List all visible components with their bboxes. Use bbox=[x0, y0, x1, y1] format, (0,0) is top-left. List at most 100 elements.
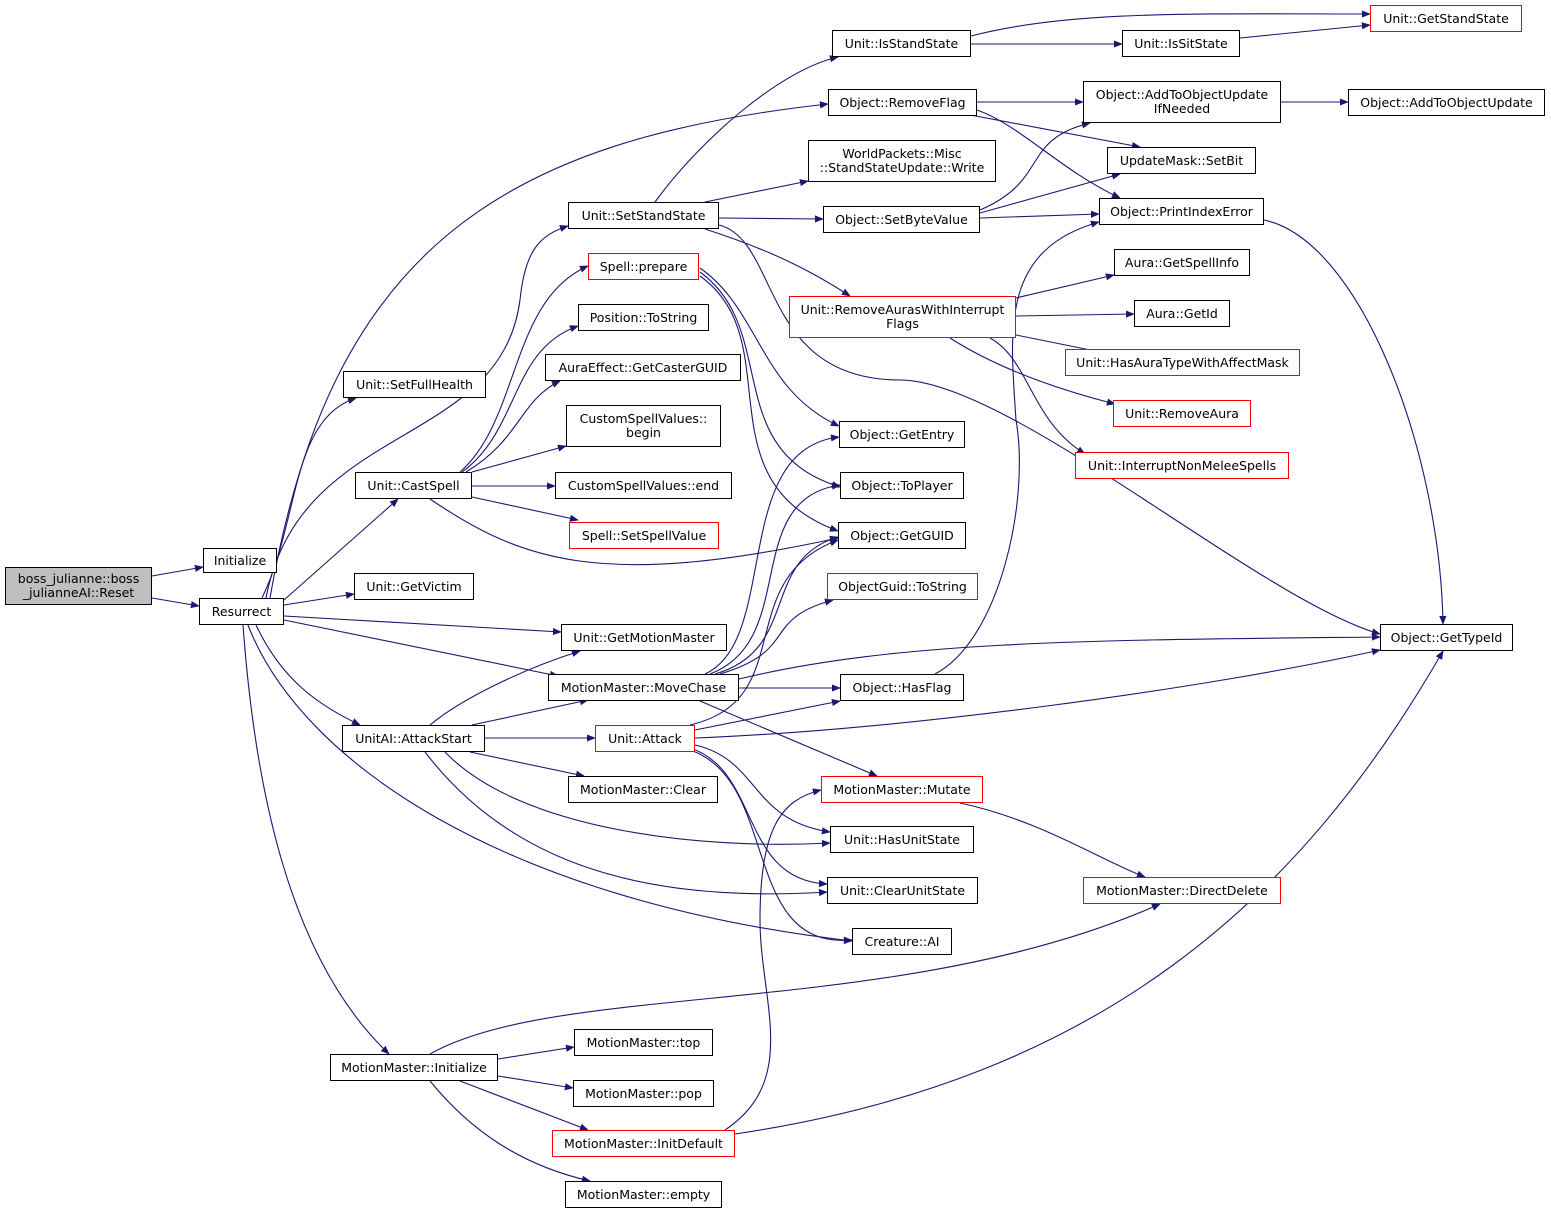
node-spell-prepare[interactable]: Spell::prepare bbox=[588, 253, 699, 280]
edge-resurrect-to-remove_flag bbox=[269, 101, 829, 599]
edge-unit_attack-to-creature_ai bbox=[689, 749, 853, 945]
node-cast-spell[interactable]: Unit::CastSpell bbox=[355, 472, 472, 499]
node-get-victim[interactable]: Unit::GetVictim bbox=[354, 573, 474, 600]
edge-set_stand_state-to-stand_state_update bbox=[704, 179, 809, 203]
node-creature-ai[interactable]: Creature::AI bbox=[852, 928, 952, 955]
edge-remove_auras_interrupt-to-interrupt_non_melee bbox=[989, 337, 1086, 455]
edge-set_stand_state-to-is_stand_state bbox=[654, 55, 839, 203]
edge-resurrect-to-creature_ai bbox=[247, 624, 853, 944]
edge-has_flag-to-print_index_error bbox=[934, 220, 1100, 675]
edge-resurrect-to-get_motion_master bbox=[283, 615, 562, 636]
edge-mm_initialize-to-mm_pop bbox=[497, 1075, 574, 1091]
edge-cast_spell-to-auraeffect_caster bbox=[465, 380, 561, 473]
node-initialize[interactable]: Initialize bbox=[203, 548, 277, 573]
node-mm-empty[interactable]: MotionMaster::empty bbox=[565, 1181, 722, 1208]
node-clear-unit-state[interactable]: Unit::ClearUnitState bbox=[827, 877, 978, 904]
edge-attack_start-to-mm_clear bbox=[469, 751, 585, 778]
node-to-player[interactable]: Object::ToPlayer bbox=[840, 472, 964, 499]
edge-resurrect-to-cast_spell bbox=[283, 498, 399, 601]
node-get-motion-master[interactable]: Unit::GetMotionMaster bbox=[561, 624, 727, 651]
node-mm-top[interactable]: MotionMaster::top bbox=[574, 1029, 713, 1056]
node-set-byte-value[interactable]: Object::SetByteValue bbox=[823, 206, 980, 233]
node-get-guid[interactable]: Object::GetGUID bbox=[838, 522, 966, 549]
node-csv-end[interactable]: CustomSpellValues::end bbox=[555, 472, 732, 499]
edge-move_chase-to-objectguid_tostring bbox=[719, 598, 834, 675]
edge-cast_spell-to-position_tostring bbox=[461, 325, 579, 473]
edge-cast_spell-to-csv_begin bbox=[471, 444, 567, 473]
node-mm-init-default[interactable]: MotionMaster::InitDefault bbox=[552, 1130, 735, 1157]
node-is-sit-state[interactable]: Unit::IsSitState bbox=[1122, 30, 1240, 57]
edge-mm_initialize-to-mm_direct_delete bbox=[429, 903, 1161, 1055]
node-set-spell-value[interactable]: Spell::SetSpellValue bbox=[569, 522, 719, 549]
node-mm-initialize[interactable]: MotionMaster::Initialize bbox=[330, 1054, 498, 1081]
node-has-aura-type-mask[interactable]: Unit::HasAuraTypeWithAffectMask bbox=[1065, 349, 1300, 376]
node-mm-pop[interactable]: MotionMaster::pop bbox=[573, 1080, 714, 1107]
edge-move_chase-to-to_player bbox=[709, 482, 841, 675]
edge-unit_attack-to-get_type_id bbox=[694, 648, 1381, 739]
edge-remove_auras_interrupt-to-remove_aura bbox=[949, 337, 1116, 406]
node-remove-aura[interactable]: Unit::RemoveAura bbox=[1113, 400, 1251, 427]
edge-resurrect-to-move_chase bbox=[283, 619, 559, 678]
edge-mm_init_default-to-get_type_id bbox=[734, 650, 1444, 1135]
edge-unit_attack-to-get_guid bbox=[689, 539, 839, 726]
node-position-tostring[interactable]: Position::ToString bbox=[578, 304, 709, 331]
node-set-stand-state[interactable]: Unit::SetStandState bbox=[568, 202, 719, 229]
node-remove-auras-interrupt[interactable]: Unit::RemoveAurasWithInterrupt Flags bbox=[789, 296, 1016, 338]
node-set-full-health[interactable]: Unit::SetFullHealth bbox=[343, 371, 486, 398]
node-add-to-update[interactable]: Object::AddToObjectUpdate bbox=[1348, 89, 1545, 116]
edge-attack_start-to-get_motion_master bbox=[429, 650, 581, 726]
edge-mm_initialize-to-mm_empty bbox=[429, 1080, 591, 1183]
node-auraeffect-caster[interactable]: AuraEffect::GetCasterGUID bbox=[545, 354, 741, 381]
edge-mm_init_default-to-mm_mutate bbox=[724, 788, 822, 1131]
edge-mm_mutate-to-mm_direct_delete bbox=[959, 802, 1146, 878]
edge-set_stand_state-to-get_type_id bbox=[718, 224, 1381, 636]
node-resurrect[interactable]: Resurrect bbox=[199, 598, 284, 625]
edge-move_chase-to-get_entry bbox=[704, 434, 840, 675]
node-stand-state-update[interactable]: WorldPackets::Misc ::StandStateUpdate::W… bbox=[808, 140, 996, 182]
node-interrupt-non-melee[interactable]: Unit::InterruptNonMeleeSpells bbox=[1075, 452, 1289, 479]
node-get-stand-state[interactable]: Unit::GetStandState bbox=[1370, 5, 1522, 32]
edge-remove_flag-to-print_index_error bbox=[976, 109, 1121, 199]
node-has-unit-state[interactable]: Unit::HasUnitState bbox=[830, 826, 974, 853]
edge-attack_start-to-has_unit_state bbox=[444, 751, 831, 848]
node-mm-mutate[interactable]: MotionMaster::Mutate bbox=[821, 776, 983, 803]
node-objectguid-tostring[interactable]: ObjectGuid::ToString bbox=[827, 573, 978, 600]
node-mm-clear[interactable]: MotionMaster::Clear bbox=[568, 776, 718, 803]
node-add-to-update-if-needed[interactable]: Object::AddToObjectUpdate IfNeeded bbox=[1083, 81, 1281, 123]
edge-mm_initialize-to-mm_top bbox=[497, 1044, 575, 1060]
node-get-type-id[interactable]: Object::GetTypeId bbox=[1380, 624, 1513, 651]
edge-spell_prepare-to-to_player bbox=[699, 271, 841, 489]
edge-move_chase-to-get_type_id bbox=[738, 633, 1381, 680]
node-aura-get-id[interactable]: Aura::GetId bbox=[1134, 300, 1230, 327]
edge-resurrect-to-mm_initialize bbox=[242, 624, 390, 1055]
edge-unit_attack-to-has_flag bbox=[694, 699, 841, 731]
node-is-stand-state[interactable]: Unit::IsStandState bbox=[832, 30, 971, 57]
edge-set_stand_state-to-remove_auras_interrupt bbox=[704, 228, 851, 297]
edge-remove_flag-to-update_mask_setbit bbox=[959, 112, 1141, 150]
node-has-flag[interactable]: Object::HasFlag bbox=[840, 674, 964, 701]
node-print-index-error[interactable]: Object::PrintIndexError bbox=[1099, 198, 1264, 225]
edge-attack_start-to-move_chase bbox=[471, 698, 589, 726]
edge-root-to-initialize bbox=[151, 564, 204, 577]
edge-remove_auras_interrupt-to-aura_get_spell_info bbox=[1015, 273, 1115, 299]
node-csv-begin[interactable]: CustomSpellValues:: begin bbox=[566, 405, 721, 447]
edge-is_sit_state-to-get_stand_state bbox=[1239, 22, 1371, 39]
node-move-chase[interactable]: MotionMaster::MoveChase bbox=[548, 674, 739, 701]
edge-resurrect-to-attack_start bbox=[255, 624, 361, 726]
node-aura-get-spell-info[interactable]: Aura::GetSpellInfo bbox=[1114, 249, 1250, 276]
node-remove-flag[interactable]: Object::RemoveFlag bbox=[828, 89, 977, 116]
edge-root-to-resurrect bbox=[151, 597, 200, 609]
edge-unit_attack-to-has_unit_state bbox=[694, 744, 831, 835]
node-mm-direct-delete[interactable]: MotionMaster::DirectDelete bbox=[1083, 877, 1281, 904]
node-root: boss_julianne::boss _julianneAI::Reset bbox=[5, 567, 152, 605]
node-update-mask-setbit[interactable]: UpdateMask::SetBit bbox=[1107, 147, 1256, 174]
edge-cast_spell-to-get_guid bbox=[429, 498, 839, 566]
node-unit-attack[interactable]: Unit::Attack bbox=[595, 725, 695, 752]
node-get-entry[interactable]: Object::GetEntry bbox=[839, 421, 965, 448]
edge-resurrect-to-get_victim bbox=[283, 591, 355, 606]
edge-cast_spell-to-spell_prepare bbox=[459, 265, 589, 473]
node-attack-start[interactable]: UnitAI::AttackStart bbox=[342, 725, 485, 752]
edge-is_stand_state-to-get_stand_state bbox=[970, 10, 1371, 37]
edge-set_byte_value-to-add_to_update_if_needed bbox=[979, 121, 1091, 211]
